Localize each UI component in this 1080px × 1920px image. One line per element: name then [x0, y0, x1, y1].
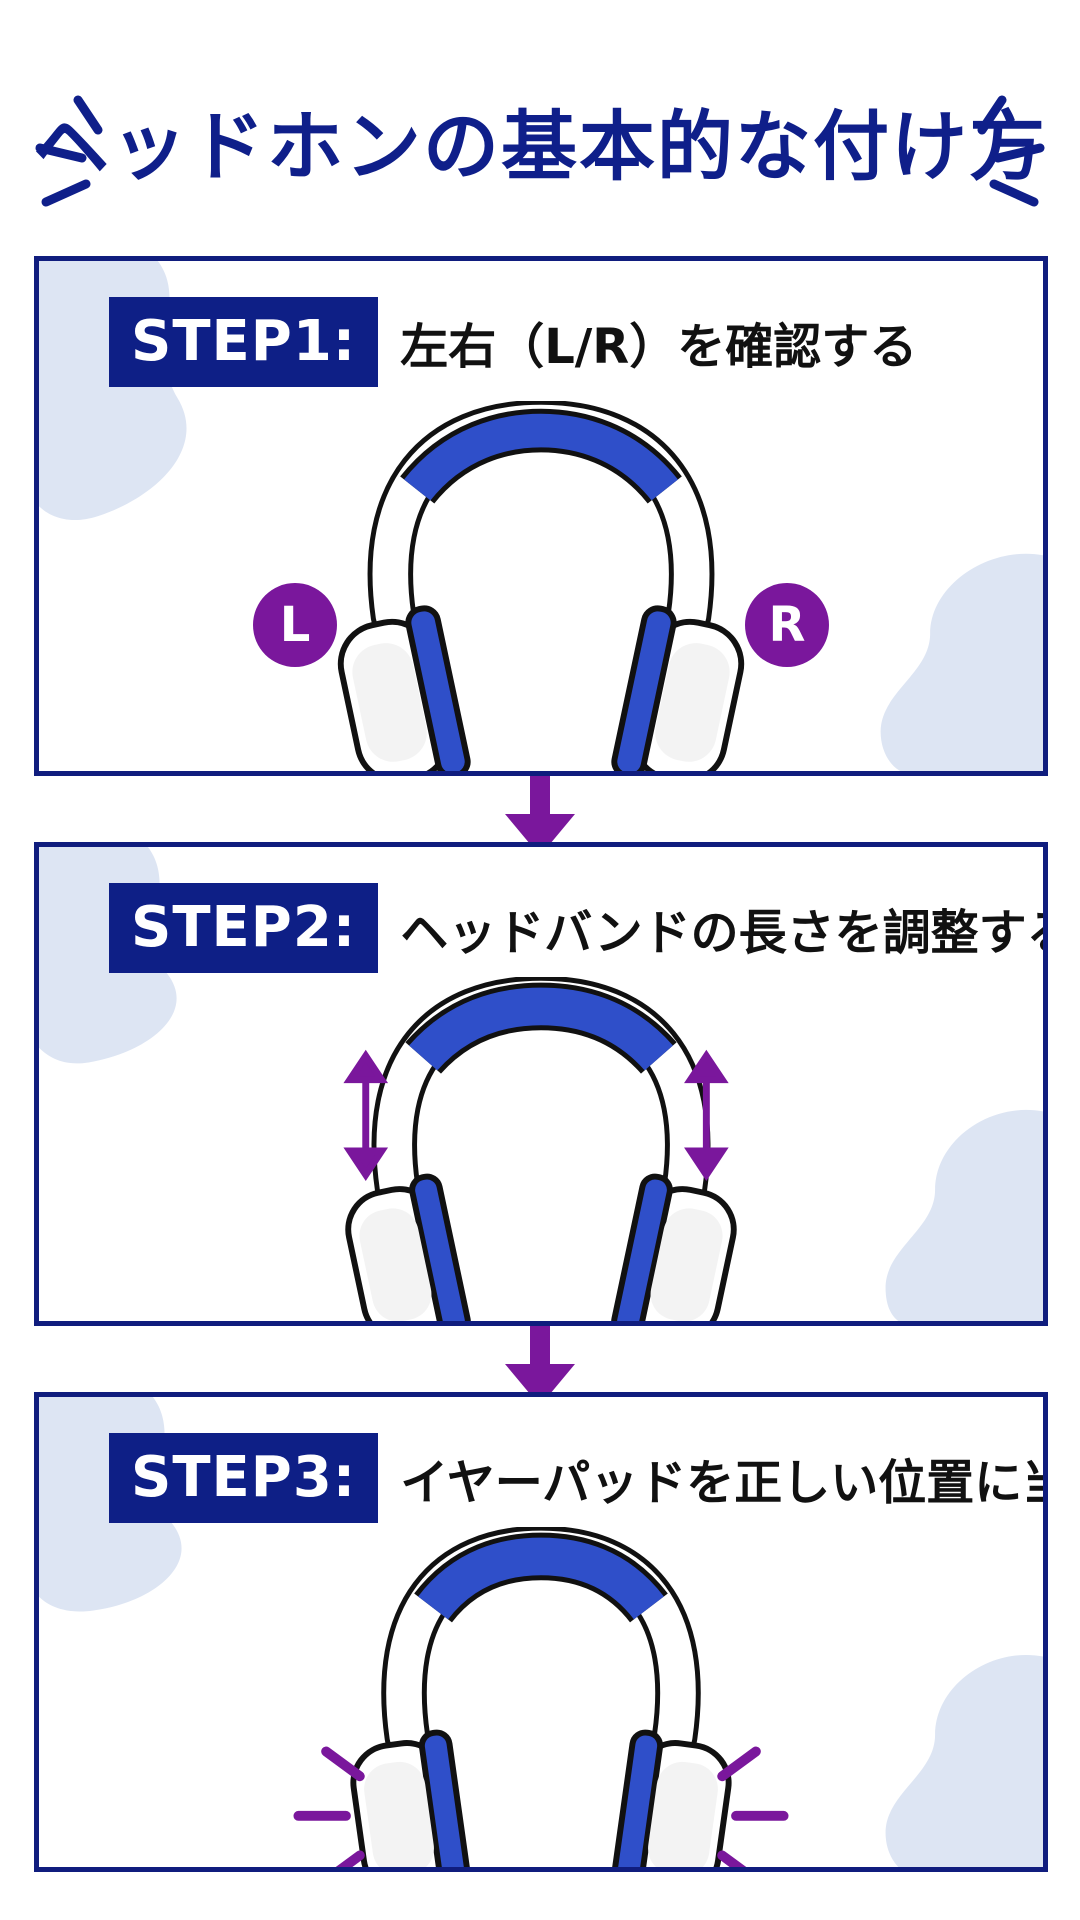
sparkle-lines-icon — [35, 95, 103, 207]
step3-panel: STEP3: イヤーパッドを正しい位置に当てる — [34, 1392, 1048, 1872]
up-down-arrow-icon — [684, 1049, 729, 1182]
step1-header: STEP1: 左右（L/R）を確認する — [109, 297, 917, 387]
step3-text: イヤーパッドを正しい位置に当てる — [400, 1455, 1043, 1511]
down-arrow-icon — [505, 776, 575, 856]
headphones-icon — [293, 1527, 789, 1867]
step2-header: STEP2: ヘッドバンドの長さを調整する — [109, 883, 1048, 973]
headphones-icon — [343, 977, 737, 1321]
sparkle-lines-icon — [977, 95, 1045, 207]
left-badge: L — [253, 583, 337, 667]
fit-lines-icon — [717, 1746, 789, 1867]
title-area: ヘッドホンの基本的な付け方 — [0, 72, 1080, 222]
step1-panel: STEP1: 左右（L/R）を確認する L R — [34, 256, 1048, 776]
step1-label: STEP1: — [109, 297, 379, 387]
step2-text: ヘッドバンドの長さを調整する — [400, 905, 1048, 961]
page-title: ヘッドホンの基本的な付け方 — [33, 102, 1047, 191]
headphones-icon — [337, 401, 745, 771]
step1-text: 左右（L/R）を確認する — [400, 319, 918, 375]
up-down-arrow-icon — [343, 1049, 389, 1182]
step3-label: STEP3: — [109, 1433, 379, 1523]
fit-lines-icon — [293, 1746, 365, 1867]
step2-panel: STEP2: ヘッドバンドの長さを調整する — [34, 842, 1048, 1326]
step3-header: STEP3: イヤーパッドを正しい位置に当てる — [109, 1433, 1043, 1523]
right-badge: R — [745, 583, 829, 667]
step2-label: STEP2: — [109, 883, 379, 973]
down-arrow-icon — [505, 1326, 575, 1406]
